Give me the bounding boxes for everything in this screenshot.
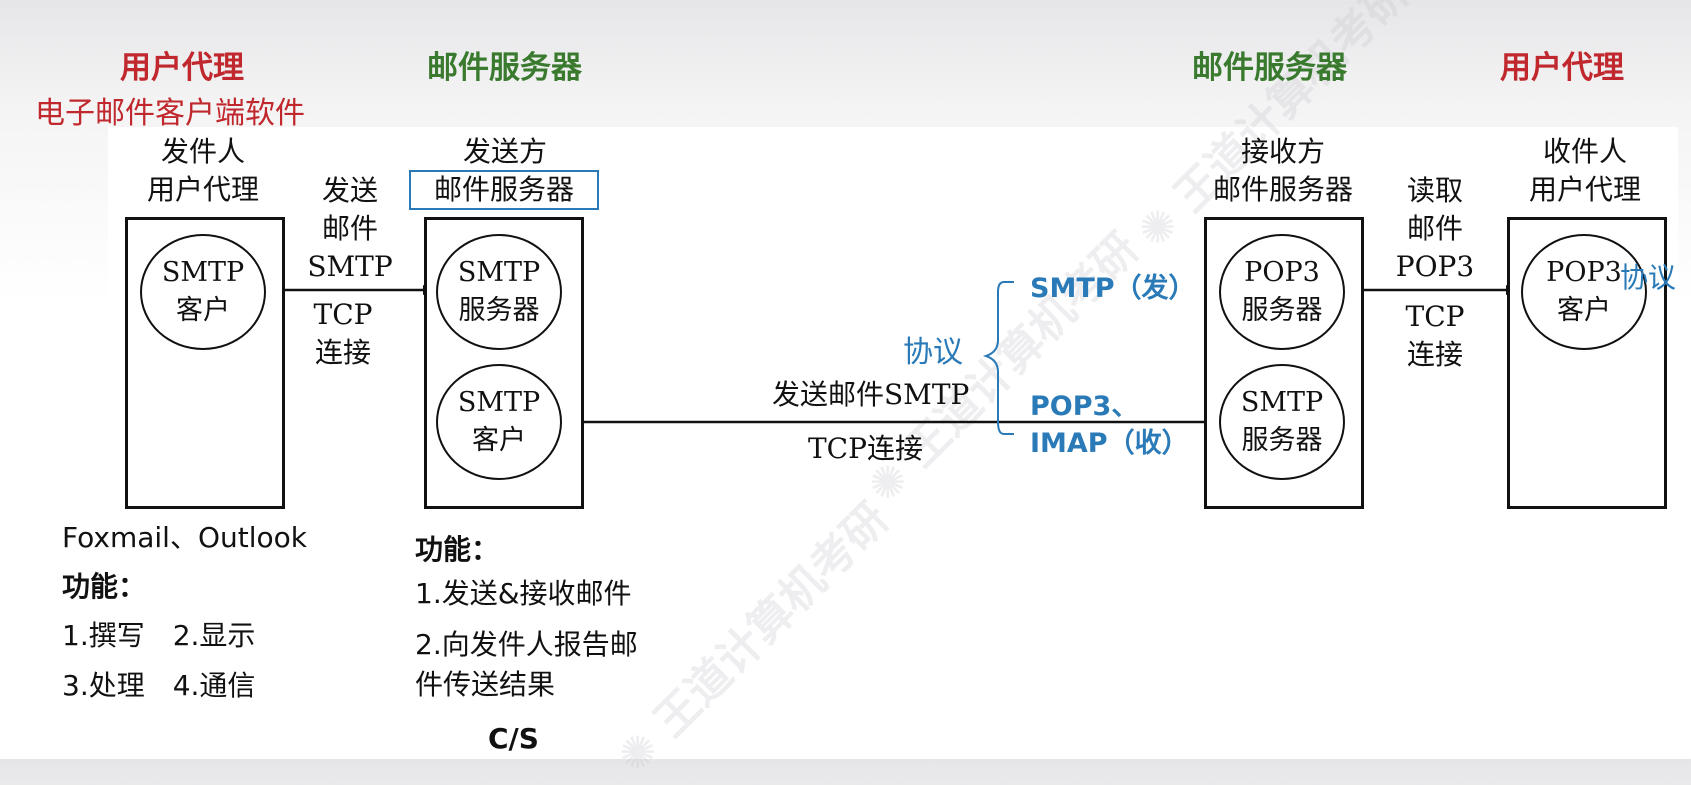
client-functions-line2: 3.处理 4.通信 [62,669,256,702]
client-functions-line1: 1.撰写 2.显示 [62,619,256,652]
header-user-agent-left: 用户代理 [120,50,244,86]
header-email-client-software: 电子邮件客户端软件 [35,96,305,131]
protocol-imap-receive: IMAP（收） [1030,428,1189,459]
protocol-label-right: 协议 [1620,261,1677,294]
client-functions-heading: 功能： [62,570,147,603]
sending-server-title-line2: 邮件服务器 [409,170,599,210]
tcp-connection-label-right: TCP 连接 [1405,300,1465,371]
client-examples: Foxmail、Outlook [62,521,307,554]
server-functions-heading: 功能： [415,533,500,566]
protocol-brace [982,281,1014,435]
send-mail-smtp-label: 发送 邮件 SMTP [307,174,393,283]
protocol-smtp-send: SMTP（发） [1030,273,1196,304]
connector-lines [264,281,1520,435]
recipient-ua-title: 收件人 用户代理 [1528,135,1641,206]
sending-server-title-line1: 发送方 [462,135,547,168]
receiving-server-title: 接收方 邮件服务器 [1212,135,1353,206]
server-functions-line3: 件传送结果 [415,668,556,701]
server-functions-line1: 1.发送&接收邮件 [415,577,632,610]
protocol-label: 协议 [903,335,963,370]
long-link-smtp-label: 发送邮件SMTP [772,378,970,411]
sender-ua-title: 发件人 用户代理 [146,135,259,206]
client-server-model-label: C/S [488,722,539,755]
header-mail-server-right: 邮件服务器 [1192,50,1347,86]
server-functions-line2: 2.向发件人报告邮 [415,628,638,661]
protocol-pop3: POP3、 [1030,391,1139,422]
header-user-agent-right: 用户代理 [1500,50,1624,86]
long-link-tcp-label: TCP连接 [808,432,923,465]
tcp-connection-label-left: TCP 连接 [313,298,373,369]
header-mail-server-left: 邮件服务器 [427,50,582,86]
read-mail-pop3-label: 读取 邮件 POP3 [1395,174,1475,283]
diagram-panel [108,127,1678,515]
